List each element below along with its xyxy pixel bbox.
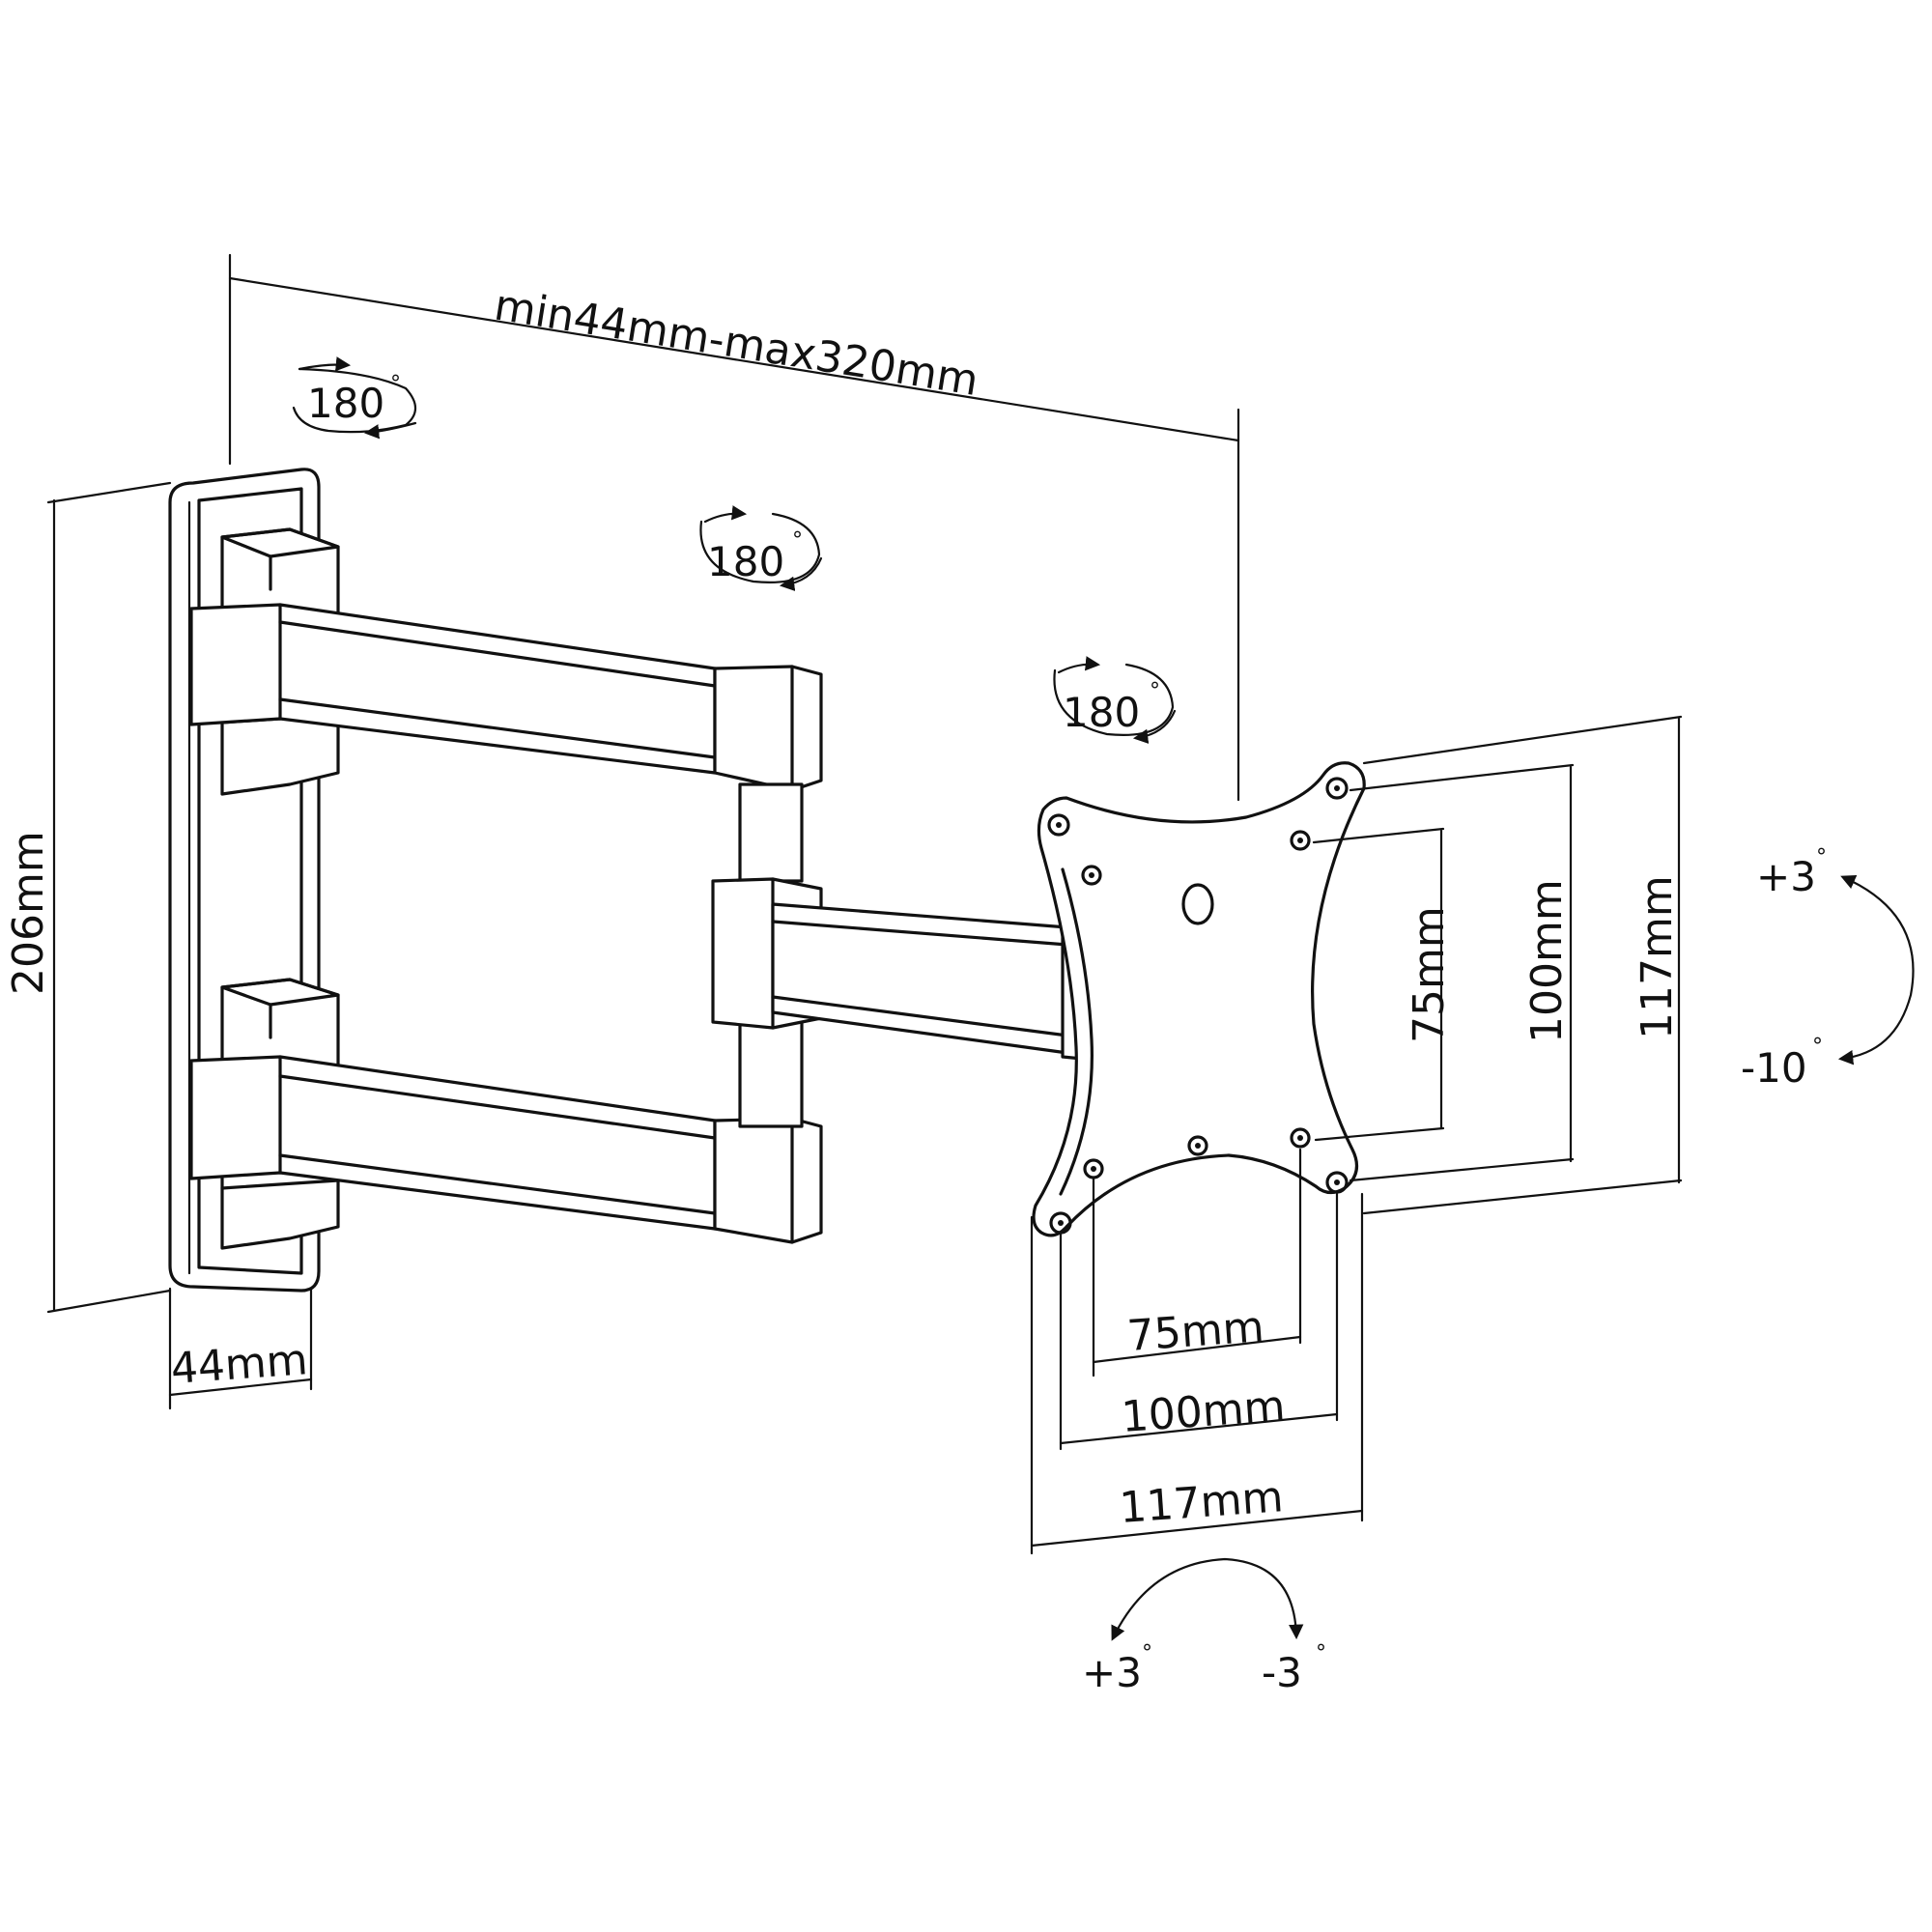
- depth-dimension: [168, 1287, 313, 1410]
- rotation-wall-degree: °: [390, 372, 401, 396]
- swivel-left-degree: °: [1142, 1641, 1152, 1665]
- tilt-up-degree: °: [1816, 845, 1827, 869]
- rotation-head-value: 180: [1063, 689, 1140, 736]
- vesa-vertical-dimensions: [1312, 715, 1683, 1215]
- vesa-v-100-label: 100mm: [1522, 879, 1572, 1043]
- vesa-v-117-label: 117mm: [1633, 875, 1682, 1039]
- vesa-horizontal-dimensions: [1030, 1148, 1364, 1555]
- rotation-badge-wall: [292, 356, 417, 440]
- rotation-middle-value: 180: [707, 538, 784, 585]
- depth-label: 44mm: [169, 1335, 309, 1394]
- middle-pivot-post: [738, 782, 804, 1128]
- front-arm: [711, 877, 1084, 1061]
- rotation-wall-value: 180: [307, 380, 384, 427]
- tilt-arrow: [1837, 874, 1915, 1065]
- rotation-middle-degree: °: [792, 528, 803, 553]
- swivel-right-value: -3: [1262, 1649, 1302, 1696]
- rotation-head-degree: °: [1150, 679, 1160, 703]
- vesa-plate: [1032, 761, 1366, 1237]
- lower-arm: [189, 1055, 823, 1244]
- tilt-up-value: +3: [1756, 853, 1816, 900]
- tilt-down-degree: °: [1812, 1035, 1823, 1059]
- upper-arm: [189, 603, 823, 792]
- height-label: 206mm: [4, 831, 53, 995]
- swivel-arrow: [1111, 1557, 1304, 1641]
- swivel-left-value: +3: [1082, 1649, 1142, 1696]
- vesa-h-100-label: 100mm: [1120, 1381, 1287, 1442]
- vesa-h-75-label: 75mm: [1125, 1302, 1265, 1361]
- swivel-right-degree: °: [1316, 1641, 1326, 1665]
- vesa-h-117-label: 117mm: [1118, 1472, 1285, 1533]
- height-dimension: [46, 481, 172, 1314]
- vesa-v-75-label: 75mm: [1405, 906, 1454, 1043]
- tilt-down-value: -10: [1741, 1044, 1807, 1092]
- rotation-badge-middle: [699, 505, 823, 591]
- rotation-badge-head: [1053, 656, 1177, 744]
- arm-extension-label: min44mm-max320mm: [491, 280, 981, 406]
- arm-extension-dimension: [228, 253, 1240, 802]
